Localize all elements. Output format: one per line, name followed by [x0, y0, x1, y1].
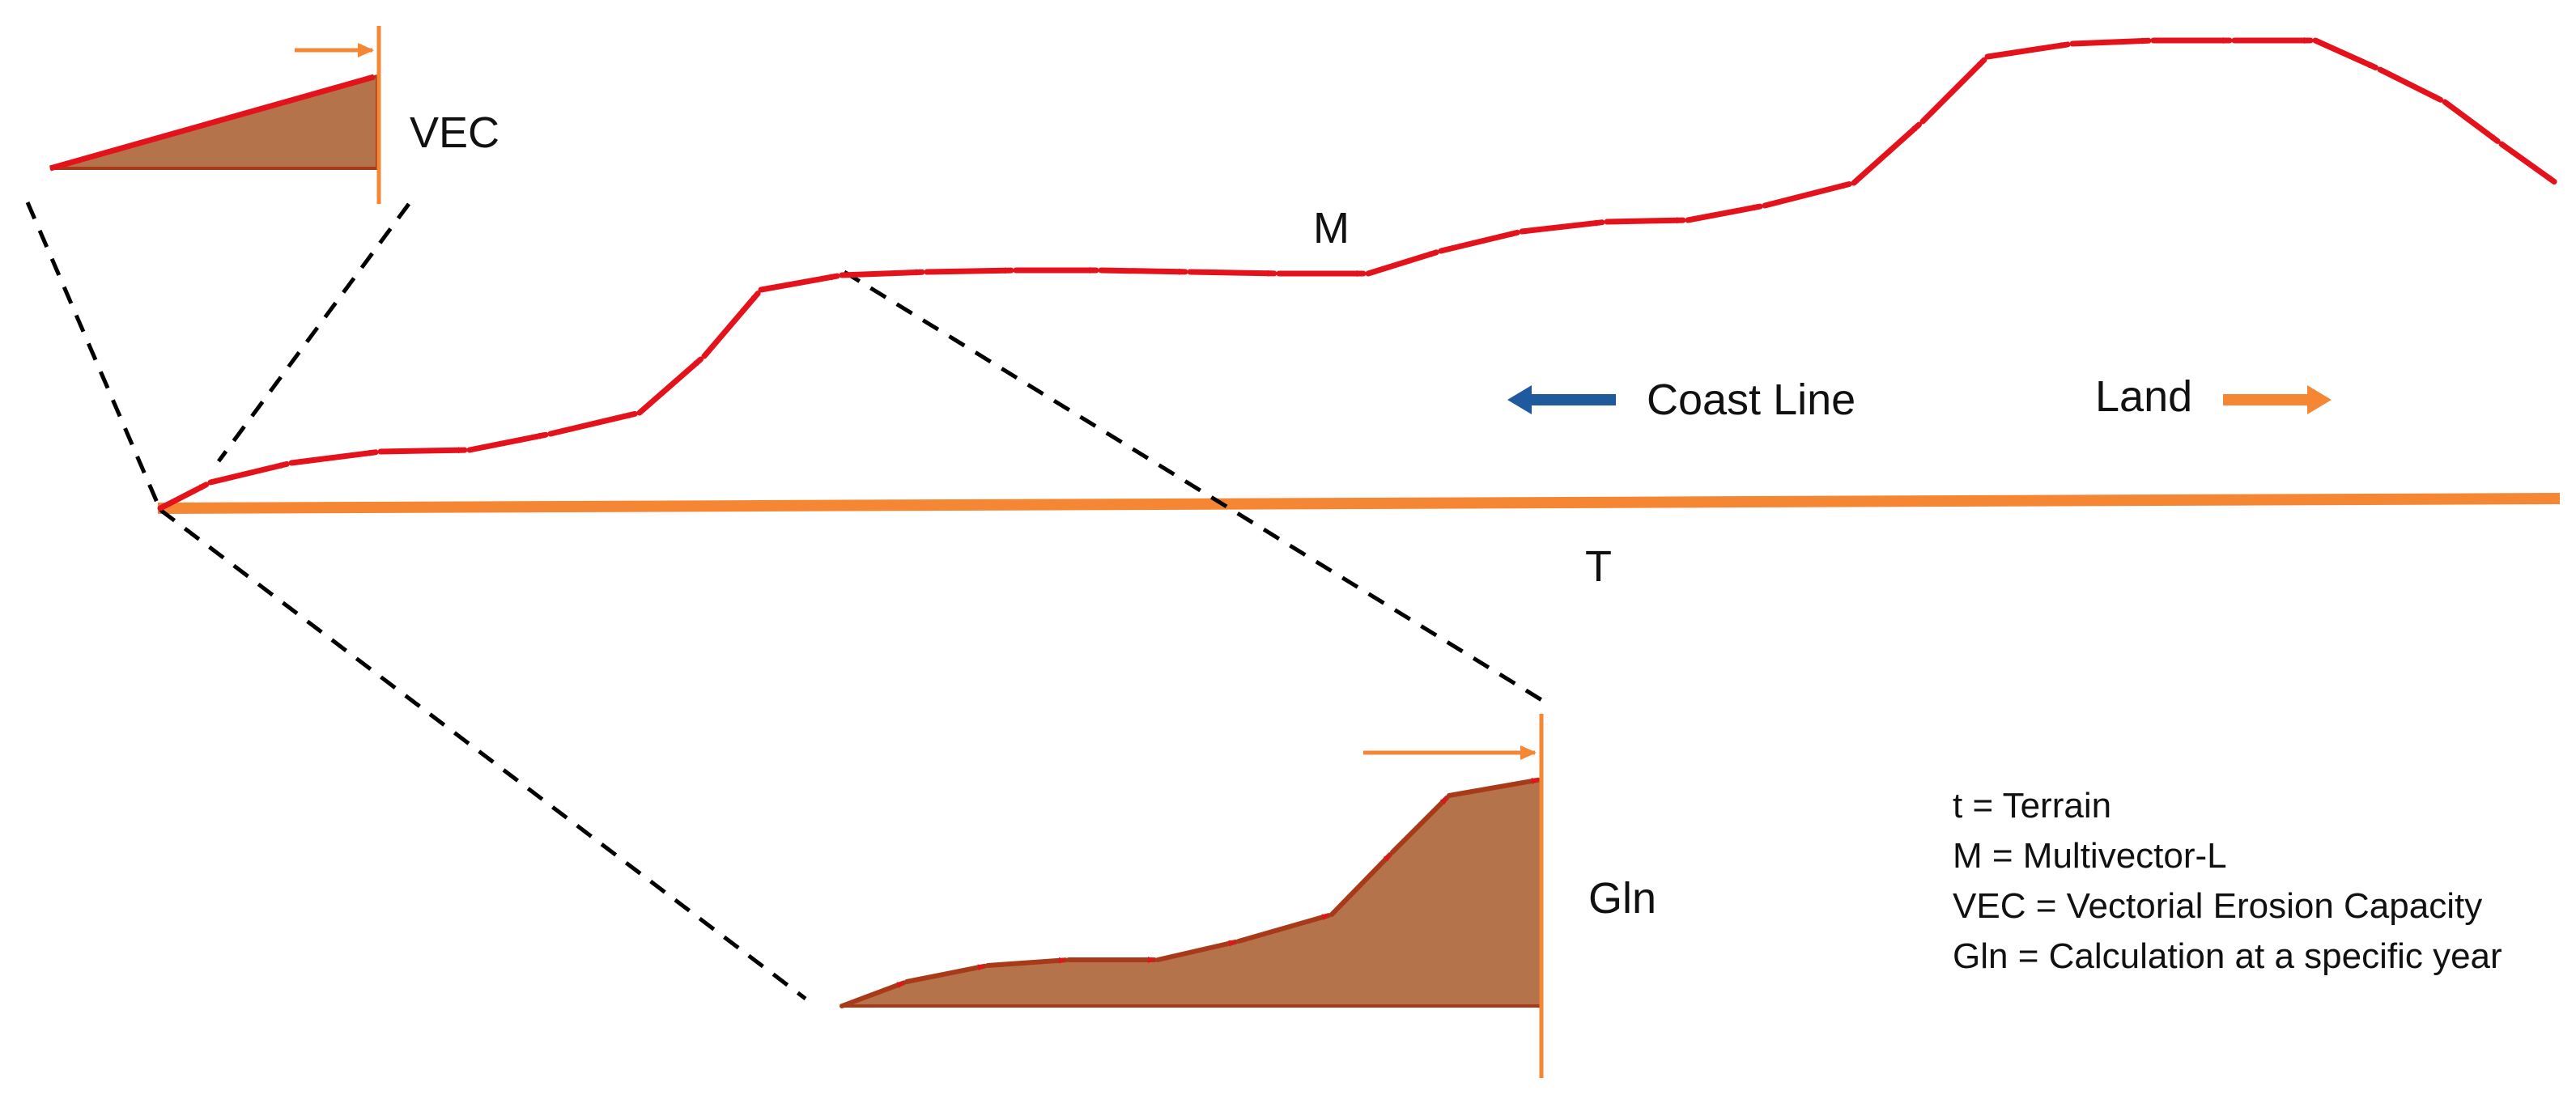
vector-segment	[701, 291, 761, 359]
vector-segment	[1187, 269, 1277, 277]
vector-segment	[1236, 913, 1332, 944]
legend-item-gln: Gln = Calculation at a specific year	[1953, 936, 2502, 976]
vector-segment	[840, 980, 907, 1008]
legend-item-vec: VEC = Vectorial Erosion Capacity	[1953, 886, 2482, 926]
vector-segment	[2312, 37, 2378, 70]
vector-segment	[924, 267, 1014, 275]
legend: t = Terrain M = Multivector-L VEC = Vect…	[1953, 786, 2502, 976]
multivector-chain	[157, 37, 2557, 511]
vector-segment	[1155, 939, 1239, 962]
terrain-line	[157, 493, 2561, 514]
vector-segment	[1851, 121, 1922, 186]
legend-item-terrain: t = Terrain	[1953, 786, 2111, 825]
m-label: M	[1313, 204, 1350, 253]
vector-segment	[1685, 203, 1763, 223]
vector-segment	[157, 482, 210, 511]
vector-segment	[1984, 41, 2071, 60]
vector-segment	[1098, 267, 1188, 275]
vector-segment	[2069, 37, 2152, 47]
vector-segment	[2442, 99, 2501, 144]
arrow-left-icon	[1507, 385, 1616, 414]
dashed-guides	[25, 202, 1545, 1000]
arrow-right-icon	[2223, 385, 2332, 414]
vector-segment	[547, 410, 638, 437]
legend-item-multivector: M = Multivector-L	[1953, 836, 2227, 876]
vector-segment	[1762, 181, 1852, 209]
vector-segment	[1919, 57, 1987, 125]
vector-segment	[1329, 851, 1393, 917]
guide-vec-left	[25, 202, 163, 511]
t-label: T	[1585, 542, 1612, 591]
vector-segment	[377, 447, 468, 455]
vector-segment	[758, 273, 840, 293]
vector-segment	[636, 356, 704, 416]
vector-segment	[1519, 219, 1605, 235]
coast-line-label: Coast Line	[1647, 376, 1855, 424]
vec-inset	[49, 26, 381, 204]
vector-segment	[2377, 66, 2444, 103]
vector-segment	[1390, 795, 1450, 855]
gln-label: Gln	[1588, 874, 1656, 923]
vector-segment	[1447, 777, 1541, 798]
vector-segment	[1604, 217, 1686, 225]
guide-vec-right	[216, 202, 411, 463]
vector-segment	[207, 460, 290, 486]
guide-gln-right	[843, 270, 1545, 703]
vector-segment	[985, 957, 1068, 968]
guide-gln-left	[159, 508, 807, 1000]
vec-slope-vector	[49, 74, 376, 172]
vec-label: VEC	[410, 108, 499, 157]
vector-segment	[1438, 229, 1520, 254]
vector-segment	[288, 449, 379, 466]
vector-segment	[2498, 141, 2557, 185]
gln-vector-chain	[840, 777, 1541, 1008]
land-label: Land	[2095, 372, 2192, 421]
vector-segment	[1365, 249, 1439, 277]
gln-inset	[840, 714, 1544, 1078]
vector-segment	[839, 269, 925, 278]
vector-segment	[466, 431, 549, 453]
vector-segment	[904, 963, 988, 984]
